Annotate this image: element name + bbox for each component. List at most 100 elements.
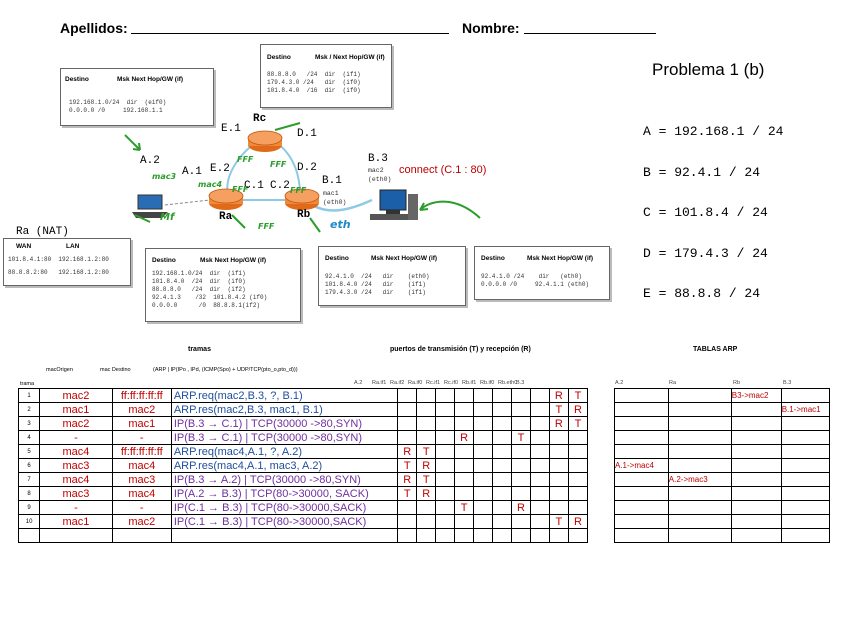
cell-pkt: IP(B.3 → C.1) | TCP(30000 ->80,SYN)	[170, 416, 399, 431]
trama-header: trama	[20, 381, 35, 387]
port-cell	[492, 458, 513, 473]
cell-src: mac4	[39, 472, 113, 487]
port-cell	[397, 528, 418, 543]
arp-cell	[667, 500, 732, 515]
port-cell	[435, 444, 456, 459]
arp-cell	[730, 500, 782, 515]
port-cell	[492, 444, 513, 459]
port-cell	[548, 444, 569, 459]
arp-cell	[780, 472, 831, 487]
cell-src: mac1	[39, 514, 113, 529]
cell-src: mac1	[39, 402, 113, 417]
arp-cell: B3->mac2	[730, 388, 782, 403]
cell-src: mac3	[39, 486, 113, 501]
mac-destino-header: mac Destino	[100, 367, 131, 373]
arp-row	[614, 528, 831, 543]
port-cell	[548, 430, 569, 445]
label-fff4: FFF	[232, 185, 249, 194]
port-cell	[529, 528, 550, 543]
port-cell: T	[397, 486, 418, 501]
port-cell: T	[548, 402, 569, 417]
arp-row: B.1->mac1	[614, 402, 831, 417]
box-rows: 192.168.1.0/24 dir (if1) 101.8.4.0 /24 d…	[152, 270, 268, 309]
label-e2: E.2	[210, 163, 230, 175]
arp-row: A.2->mac3	[614, 472, 831, 487]
cell-dst: mac2	[111, 514, 172, 529]
port-cell	[567, 444, 589, 459]
label-mac1: mac1	[323, 190, 339, 197]
port-col-header: Rc.if0	[444, 380, 459, 386]
label-d2: D.2	[297, 162, 317, 174]
port-cell	[473, 444, 494, 459]
cell-pkt: IP(C.1 → B.3) | TCP(80->30000,SACK)	[170, 500, 399, 515]
port-cell	[567, 458, 589, 473]
cell-n: 4	[17, 430, 41, 445]
nombre-line[interactable]	[524, 33, 656, 34]
arp-cell	[730, 472, 782, 487]
port-cell	[397, 402, 418, 417]
box-title: Destino	[267, 54, 291, 61]
port-cell	[454, 458, 475, 473]
label-fff1: FFF	[237, 155, 254, 164]
label-eth: eth	[330, 218, 351, 231]
arp-cell	[667, 514, 732, 529]
cell-dst: mac4	[111, 486, 172, 501]
arp-row	[614, 444, 831, 459]
cell-n: 2	[17, 402, 41, 417]
port-cell	[435, 500, 456, 515]
cell-pkt: ARP.req(mac2,B.3, ?, B.1)	[170, 388, 399, 403]
net-c: C = 101.8.4 / 24	[643, 205, 768, 220]
arp-col-header: A.2	[615, 380, 624, 386]
arp-cell	[730, 416, 782, 431]
port-cell: R	[511, 500, 531, 515]
arp-cell	[730, 514, 782, 529]
arp-cell	[780, 388, 831, 403]
port-cell	[511, 388, 531, 403]
label-mac3: mac3	[152, 172, 177, 181]
arp-cell	[730, 402, 782, 417]
arp-cell	[667, 486, 732, 501]
port-cell	[435, 388, 456, 403]
cell-dst	[111, 528, 172, 543]
port-cell	[435, 402, 456, 417]
port-cell	[473, 388, 494, 403]
arp-cell	[780, 514, 831, 529]
cell-src	[39, 528, 113, 543]
port-cell	[529, 486, 550, 501]
box-rows: 192.168.1.0/24 dir (eif0) 0.0.0.0 /0 192…	[69, 99, 167, 114]
arp-row: A.1->mac4	[614, 458, 831, 473]
port-cell	[492, 514, 513, 529]
port-cell	[416, 528, 437, 543]
port-cell	[454, 388, 475, 403]
net-e: E = 88.8.8 / 24	[643, 286, 761, 301]
port-cell	[511, 444, 531, 459]
port-cell	[548, 500, 569, 515]
arp-cell	[780, 416, 831, 431]
box-cols: Msk Next Hop/GW (if)	[371, 255, 438, 262]
port-cell	[397, 430, 418, 445]
apellidos-line[interactable]	[131, 33, 449, 34]
cell-dst: ff:ff:ff:ff:ff	[111, 444, 172, 459]
label-eth0-rb: (eth0)	[323, 199, 347, 206]
port-cell	[492, 402, 513, 417]
label-fff5: FFF	[290, 186, 307, 195]
cell-pkt: IP(C.1 → B.3) | TCP(80->30000,SACK)	[170, 514, 399, 529]
cell-dst: mac1	[111, 416, 172, 431]
arp-heading: TABLAS ARP	[693, 346, 738, 353]
port-cell	[473, 430, 494, 445]
port-cell	[416, 388, 437, 403]
label-ra: Ra	[219, 211, 233, 223]
tramas-heading: tramas	[188, 346, 211, 353]
port-cell	[416, 430, 437, 445]
cell-n: 6	[17, 458, 41, 473]
arp-cell	[667, 430, 732, 445]
port-col-header: B.3	[516, 380, 525, 386]
arp-cell	[667, 416, 732, 431]
port-cell	[548, 472, 569, 487]
port-cell: R	[416, 486, 437, 501]
port-cell	[492, 388, 513, 403]
port-col-header: Ra.if0	[408, 380, 423, 386]
